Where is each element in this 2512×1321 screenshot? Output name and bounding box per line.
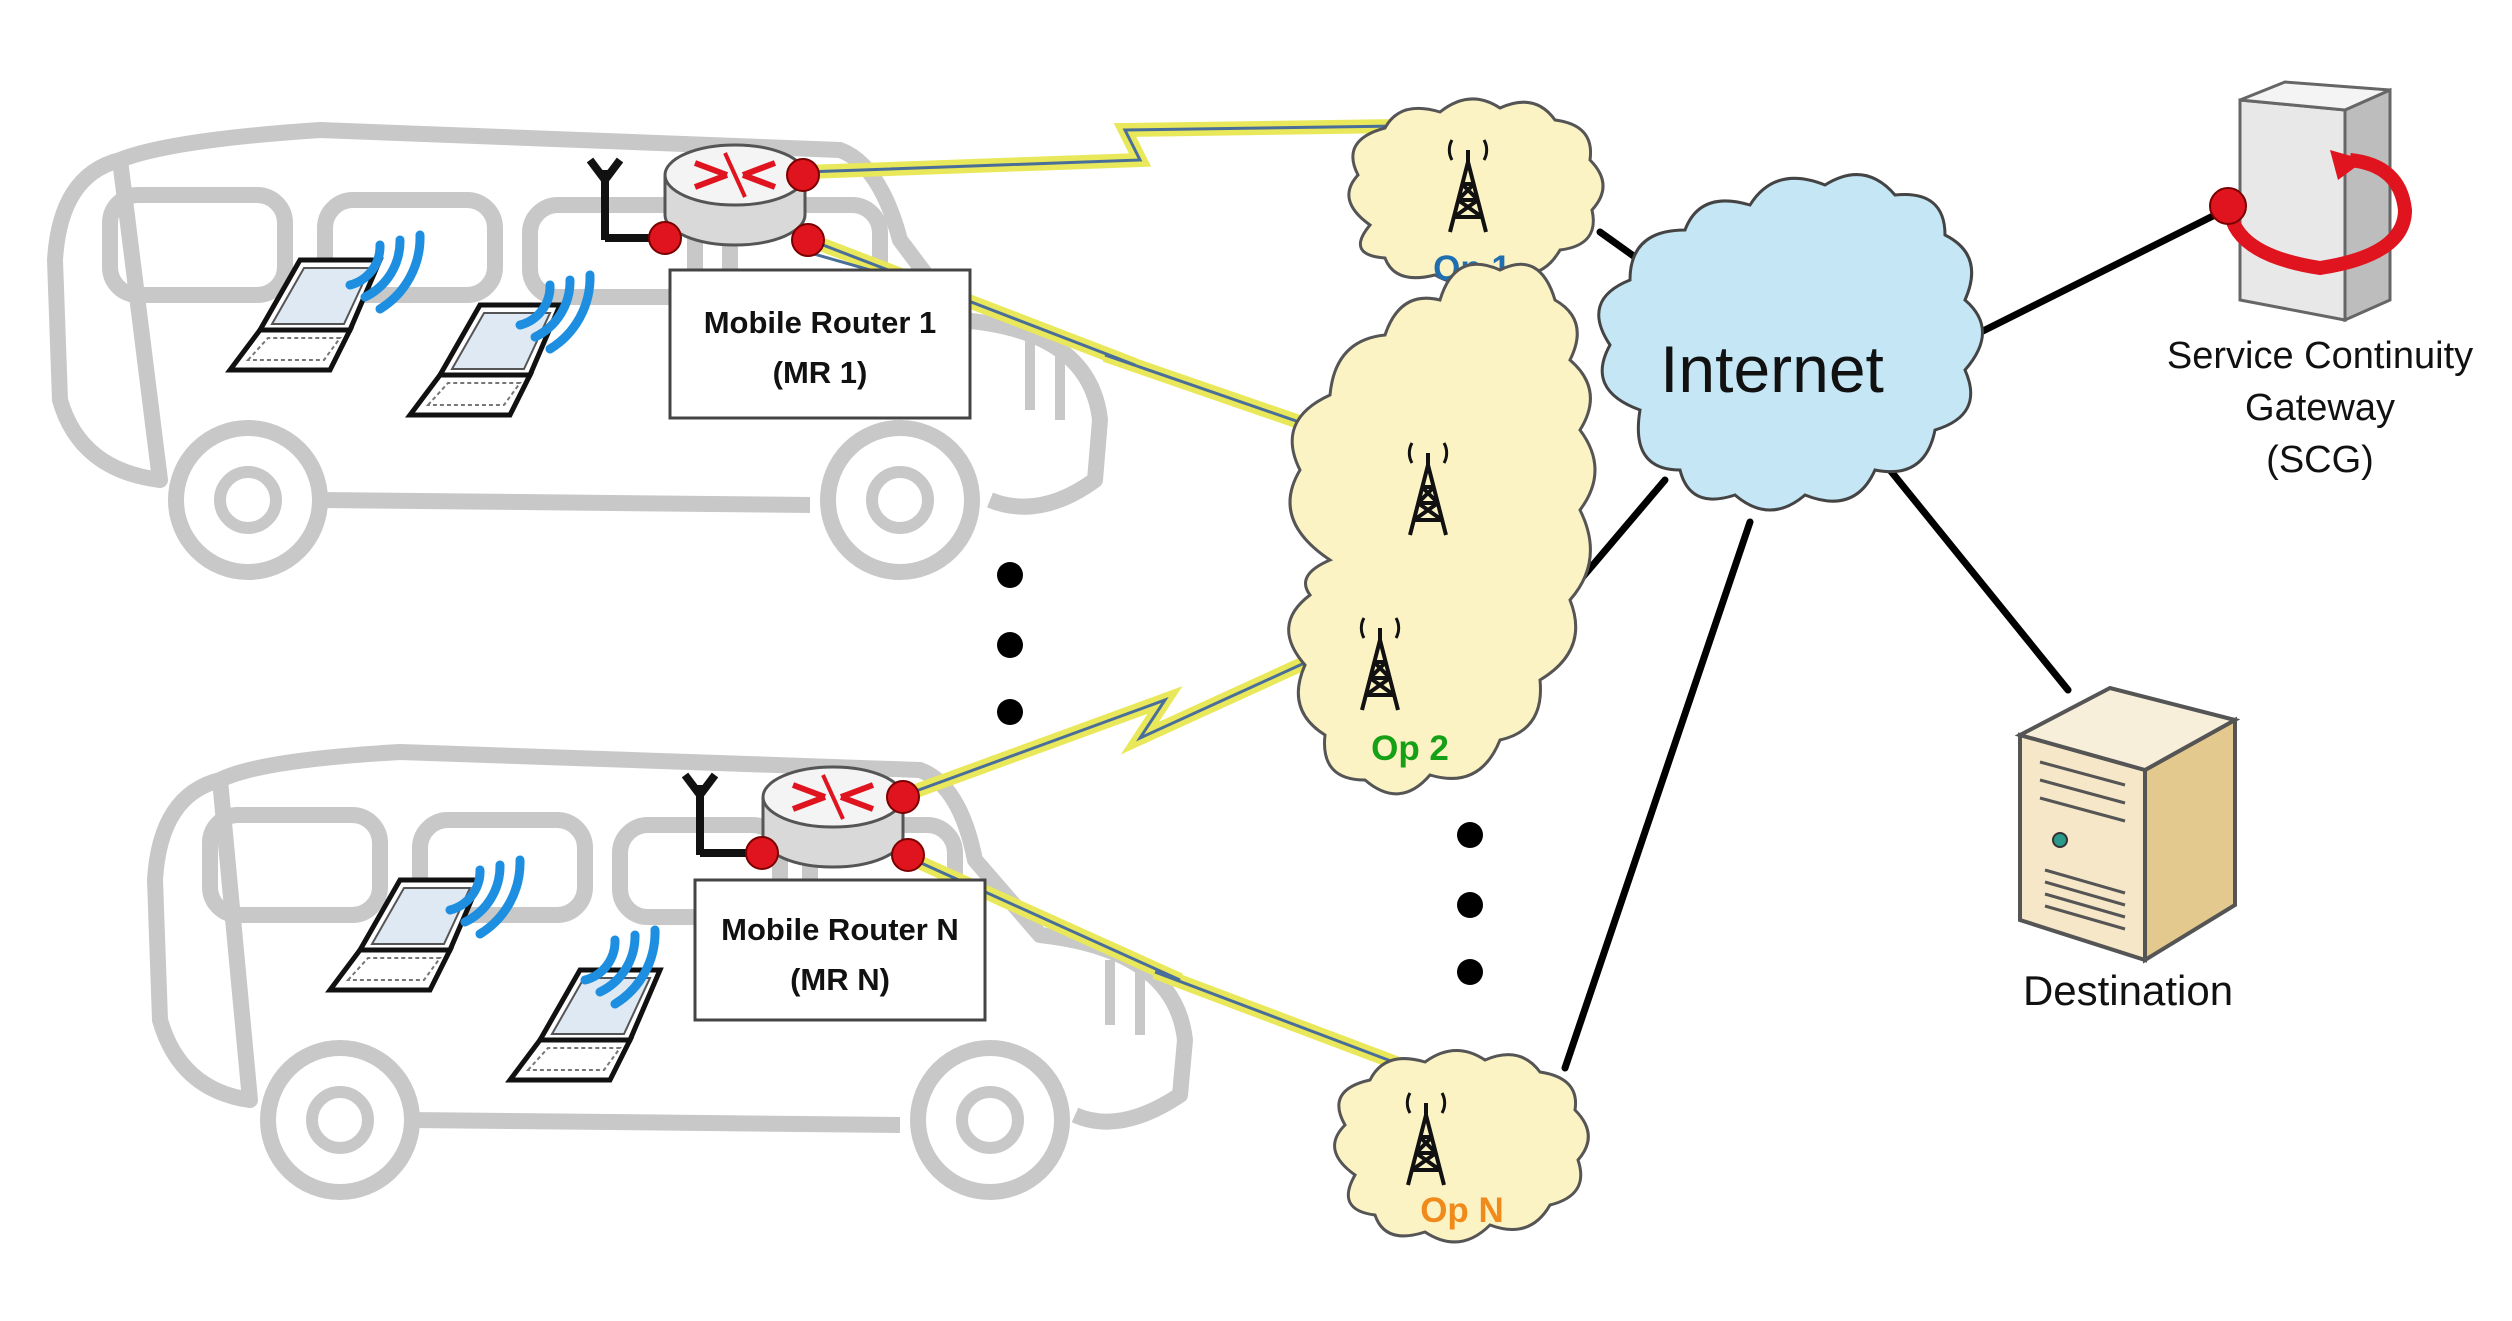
operator-label: Op 2 (1371, 729, 1449, 768)
gateway-server (2209, 80, 2413, 323)
router-label-box (668, 268, 972, 420)
operator-cloud-1: Op 1 (1347, 97, 1605, 288)
cloud-shape (1333, 1049, 1590, 1244)
server-top (2239, 80, 2391, 112)
router-port (786, 158, 820, 192)
link-mrn-op2 (902, 633, 1358, 802)
router-port (891, 838, 925, 872)
ellipsis-vehicles (997, 562, 1023, 725)
link-mr1-op2 (807, 233, 1418, 469)
server-front (2018, 732, 2147, 963)
gateway-port (2209, 187, 2247, 225)
mobile-router-n: Mobile Router N (MR N) (681, 767, 987, 1022)
destination-server (2014, 685, 2241, 964)
router-port (745, 836, 779, 870)
gateway-label-line1: Service Continuity (2167, 335, 2473, 377)
cloud-shape (1597, 173, 1984, 512)
mobile-router-1: Mobile Router 1 (MR 1) (586, 145, 972, 420)
operator-cloud-n: Op N (1333, 1049, 1590, 1244)
router-short-name: (MR N) (790, 962, 890, 997)
router-name: Mobile Router N (721, 912, 959, 947)
bus-wheel (260, 1040, 420, 1200)
continuity-arrow-icon (2223, 153, 2413, 276)
server-front (2238, 98, 2347, 322)
bus-wheel (214, 466, 282, 534)
router-label-box (693, 878, 987, 1022)
operator-label: Op N (1420, 1191, 1504, 1230)
router-icon (763, 767, 903, 867)
link-opn-internet (1561, 518, 1754, 1072)
bus-wheel (306, 1086, 374, 1154)
internet-cloud: Internet (1597, 173, 1984, 512)
laptop-icon (410, 305, 560, 415)
cloud-shape (1287, 262, 1597, 796)
bus-body-n (147, 744, 1193, 1133)
bus-window (102, 187, 293, 303)
destination-label: Destination (2023, 967, 2233, 1014)
bus-window (317, 192, 503, 303)
server-top (2014, 685, 2241, 773)
laptop-icon (330, 880, 480, 990)
link-internet-scg (1941, 206, 2229, 354)
link-mr1-op1 (804, 118, 1471, 179)
server-side (2343, 87, 2392, 323)
bus-wheel (910, 1040, 1070, 1200)
router-short-name: (MR 1) (773, 355, 868, 390)
gateway-label-line3: (SCG) (2266, 439, 2374, 481)
router-port (791, 223, 825, 257)
bus-window (202, 807, 388, 923)
router-port (886, 780, 920, 814)
laptop-icon (230, 260, 380, 370)
bus-wheel (168, 420, 328, 580)
link-internet-destination (1886, 466, 2072, 694)
bus-window (522, 197, 703, 305)
operator-cloud-2: Op 2 (1287, 262, 1597, 796)
router-port (648, 221, 682, 255)
internet-label: Internet (1660, 332, 1884, 406)
router-name: Mobile Router 1 (704, 305, 937, 340)
bus-wheel (866, 466, 934, 534)
link-mrn-opn (907, 851, 1423, 1079)
gateway-label-line2: Gateway (2245, 387, 2395, 429)
vehicle-n (147, 744, 1193, 1200)
bus-wheel (956, 1086, 1024, 1154)
bus-wheel (820, 420, 980, 580)
router-icon (665, 145, 805, 245)
ellipsis-operators (1457, 822, 1483, 985)
